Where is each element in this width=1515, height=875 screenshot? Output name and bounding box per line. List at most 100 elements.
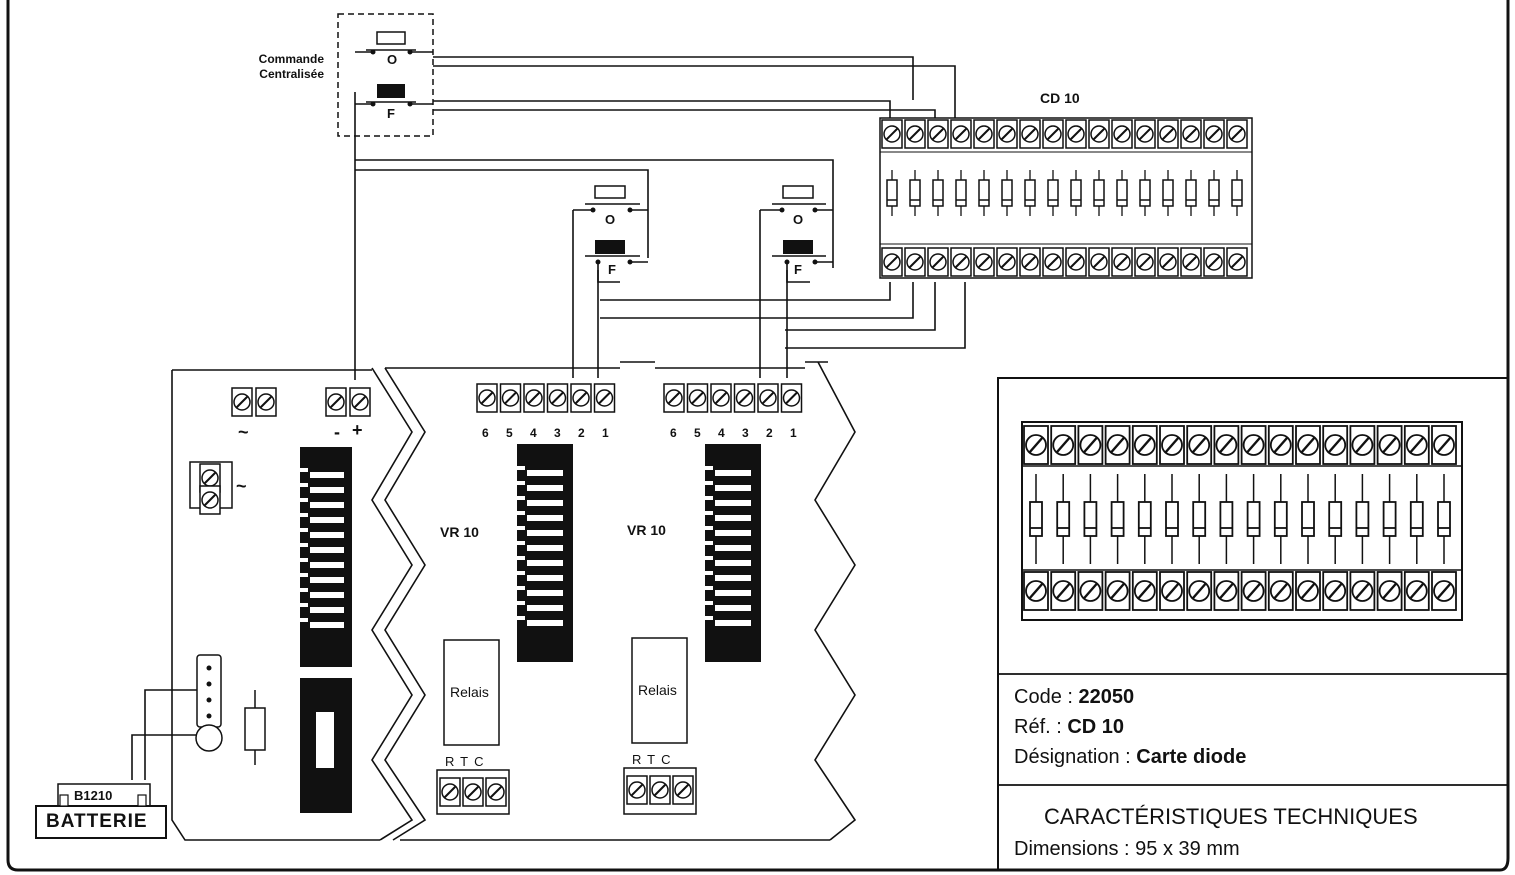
switch-left-close-label: F (608, 262, 616, 277)
power-connector-tooth (310, 517, 344, 523)
vr10-1-connector-tooth (527, 620, 563, 626)
vr10-1-connector-notch (517, 526, 525, 530)
cd10-bottom-screw (881, 247, 903, 277)
power-connector-tooth (310, 622, 344, 628)
cd10-large-bottom-screw (1131, 570, 1159, 612)
vr10-2-connector-tooth (715, 515, 751, 521)
commande-label-line1: Commande (258, 52, 324, 66)
cd10-top-screw (1157, 119, 1179, 149)
cd10-top-screw (1203, 119, 1225, 149)
power-connector-notch (300, 618, 308, 622)
cd10-large-top-screw (1158, 424, 1186, 466)
vr10-2-terminal-screw (686, 383, 709, 413)
vr10-2-connector-notch (705, 571, 713, 575)
vr10-1-connector-tooth (527, 605, 563, 611)
cd10-large-top-screw (1294, 424, 1322, 466)
vr10-2-connector-tooth (715, 575, 751, 581)
cd10-bottom-screw (973, 247, 995, 277)
vr10-1-pin-2: 2 (578, 426, 585, 440)
cd10-bottom-screw (996, 247, 1018, 277)
vr10-2-terminal-screw (757, 383, 779, 413)
vr10-2-terminal-screw (710, 383, 732, 413)
vr10-1-connector-notch (517, 571, 525, 575)
cd10-title: CD 10 (1040, 90, 1080, 106)
cd10-top-screw (1088, 119, 1110, 149)
vr10-2-connector-notch (705, 556, 713, 560)
power-connector-tooth (310, 577, 344, 583)
vr10-2-connector-notch (705, 466, 713, 470)
cd10-large-bottom-screw (1403, 570, 1431, 612)
vr10-2-pin-2: 2 (766, 426, 773, 440)
cd10-large-top-screw (1321, 424, 1349, 466)
vr10-module-1 (436, 383, 616, 815)
power-connector-notch (300, 603, 308, 607)
designation-label: Désignation : (1014, 746, 1137, 768)
vr10-2-connector-tooth (715, 545, 751, 551)
cd10-top-screw (881, 119, 903, 149)
cd10-top-screw (996, 119, 1018, 149)
cd10-large-bottom-screw (1430, 570, 1458, 612)
cd10-large-bottom-screw (1267, 570, 1295, 612)
vr10-1-terminal-screw (499, 383, 522, 413)
power-connector-notch (300, 513, 308, 517)
cd10-large-top-screw (1376, 424, 1403, 466)
vr10-1-connector-tooth (527, 470, 563, 476)
vr10-2-connector-tooth (715, 500, 751, 506)
cd10-large-bottom-screw (1376, 570, 1403, 612)
vr10-2-connector-notch (705, 481, 713, 485)
vr10-2-relais-label: Relais (638, 682, 677, 698)
power-connector-tooth (310, 472, 344, 478)
cd10-top-screw (1180, 119, 1202, 149)
vr10-1-terminal-screw (546, 383, 569, 413)
vr10-module-2 (623, 383, 803, 815)
cd10-large-top-screw (1349, 424, 1376, 466)
vr10-2-terminal-screw (780, 383, 803, 413)
vr10-1-connector-notch (517, 511, 525, 515)
switch-group-left (585, 185, 640, 265)
cd10-top-screw (904, 119, 926, 149)
vr10-1-connector-tooth (527, 560, 563, 566)
cd10-top-screw (1111, 119, 1133, 149)
commande-close-label: F (387, 106, 395, 121)
vr10-1-connector-notch (517, 481, 525, 485)
vr10-1-connector-notch (517, 616, 525, 620)
ac-secondary-terminal (189, 461, 233, 515)
vr10-1-pin-3: 3 (554, 426, 561, 440)
cd10-large-top-screw (1403, 424, 1431, 466)
vr10-2-connector-tooth (715, 620, 751, 626)
cd10-large-top-screw (1077, 424, 1104, 466)
vr10-1-connector-notch (517, 586, 525, 590)
vr10-1-rtc-label: RTC (445, 754, 490, 769)
power-connector-tooth (310, 562, 344, 568)
cd10-bottom-screw (1157, 247, 1179, 277)
main-panel (171, 361, 857, 841)
vr10-2-pin-5: 5 (694, 426, 701, 440)
resistor (244, 690, 266, 765)
vr10-2-connector-tooth (715, 560, 751, 566)
cd10-bottom-screw (1180, 247, 1202, 277)
vr10-1-connector-notch (517, 541, 525, 545)
cd10-bottom-screw (950, 247, 972, 277)
cd10-bottom-screw (1134, 247, 1156, 277)
vr10-2-connector-tooth (715, 530, 751, 536)
vr10-1-terminal-screw (570, 383, 592, 413)
battery-label: BATTERIE (46, 811, 148, 832)
vr10-2-connector-tooth (715, 485, 751, 491)
cd10-bottom-screw (1019, 247, 1041, 277)
cd10-large-bottom-screw (1294, 570, 1322, 612)
power-connector-notch (300, 558, 308, 562)
vr10-1-connector-notch (517, 496, 525, 500)
power-connector-notch (300, 588, 308, 592)
power-connector-tooth (310, 532, 344, 538)
vr10-2-rtc-label: RTC (632, 752, 677, 767)
wires (131, 56, 966, 780)
vr10-1-connector-tooth (527, 545, 563, 551)
vr10-1-connector-notch (517, 601, 525, 605)
cd10-large-top-screw (1240, 424, 1267, 466)
cd10-large-top-screw (1131, 424, 1159, 466)
power-connector-tooth (310, 487, 344, 493)
cd10-large-bottom-screw (1321, 570, 1349, 612)
cd10-top-screw (1042, 119, 1064, 149)
commande-open-label: O (387, 52, 398, 67)
